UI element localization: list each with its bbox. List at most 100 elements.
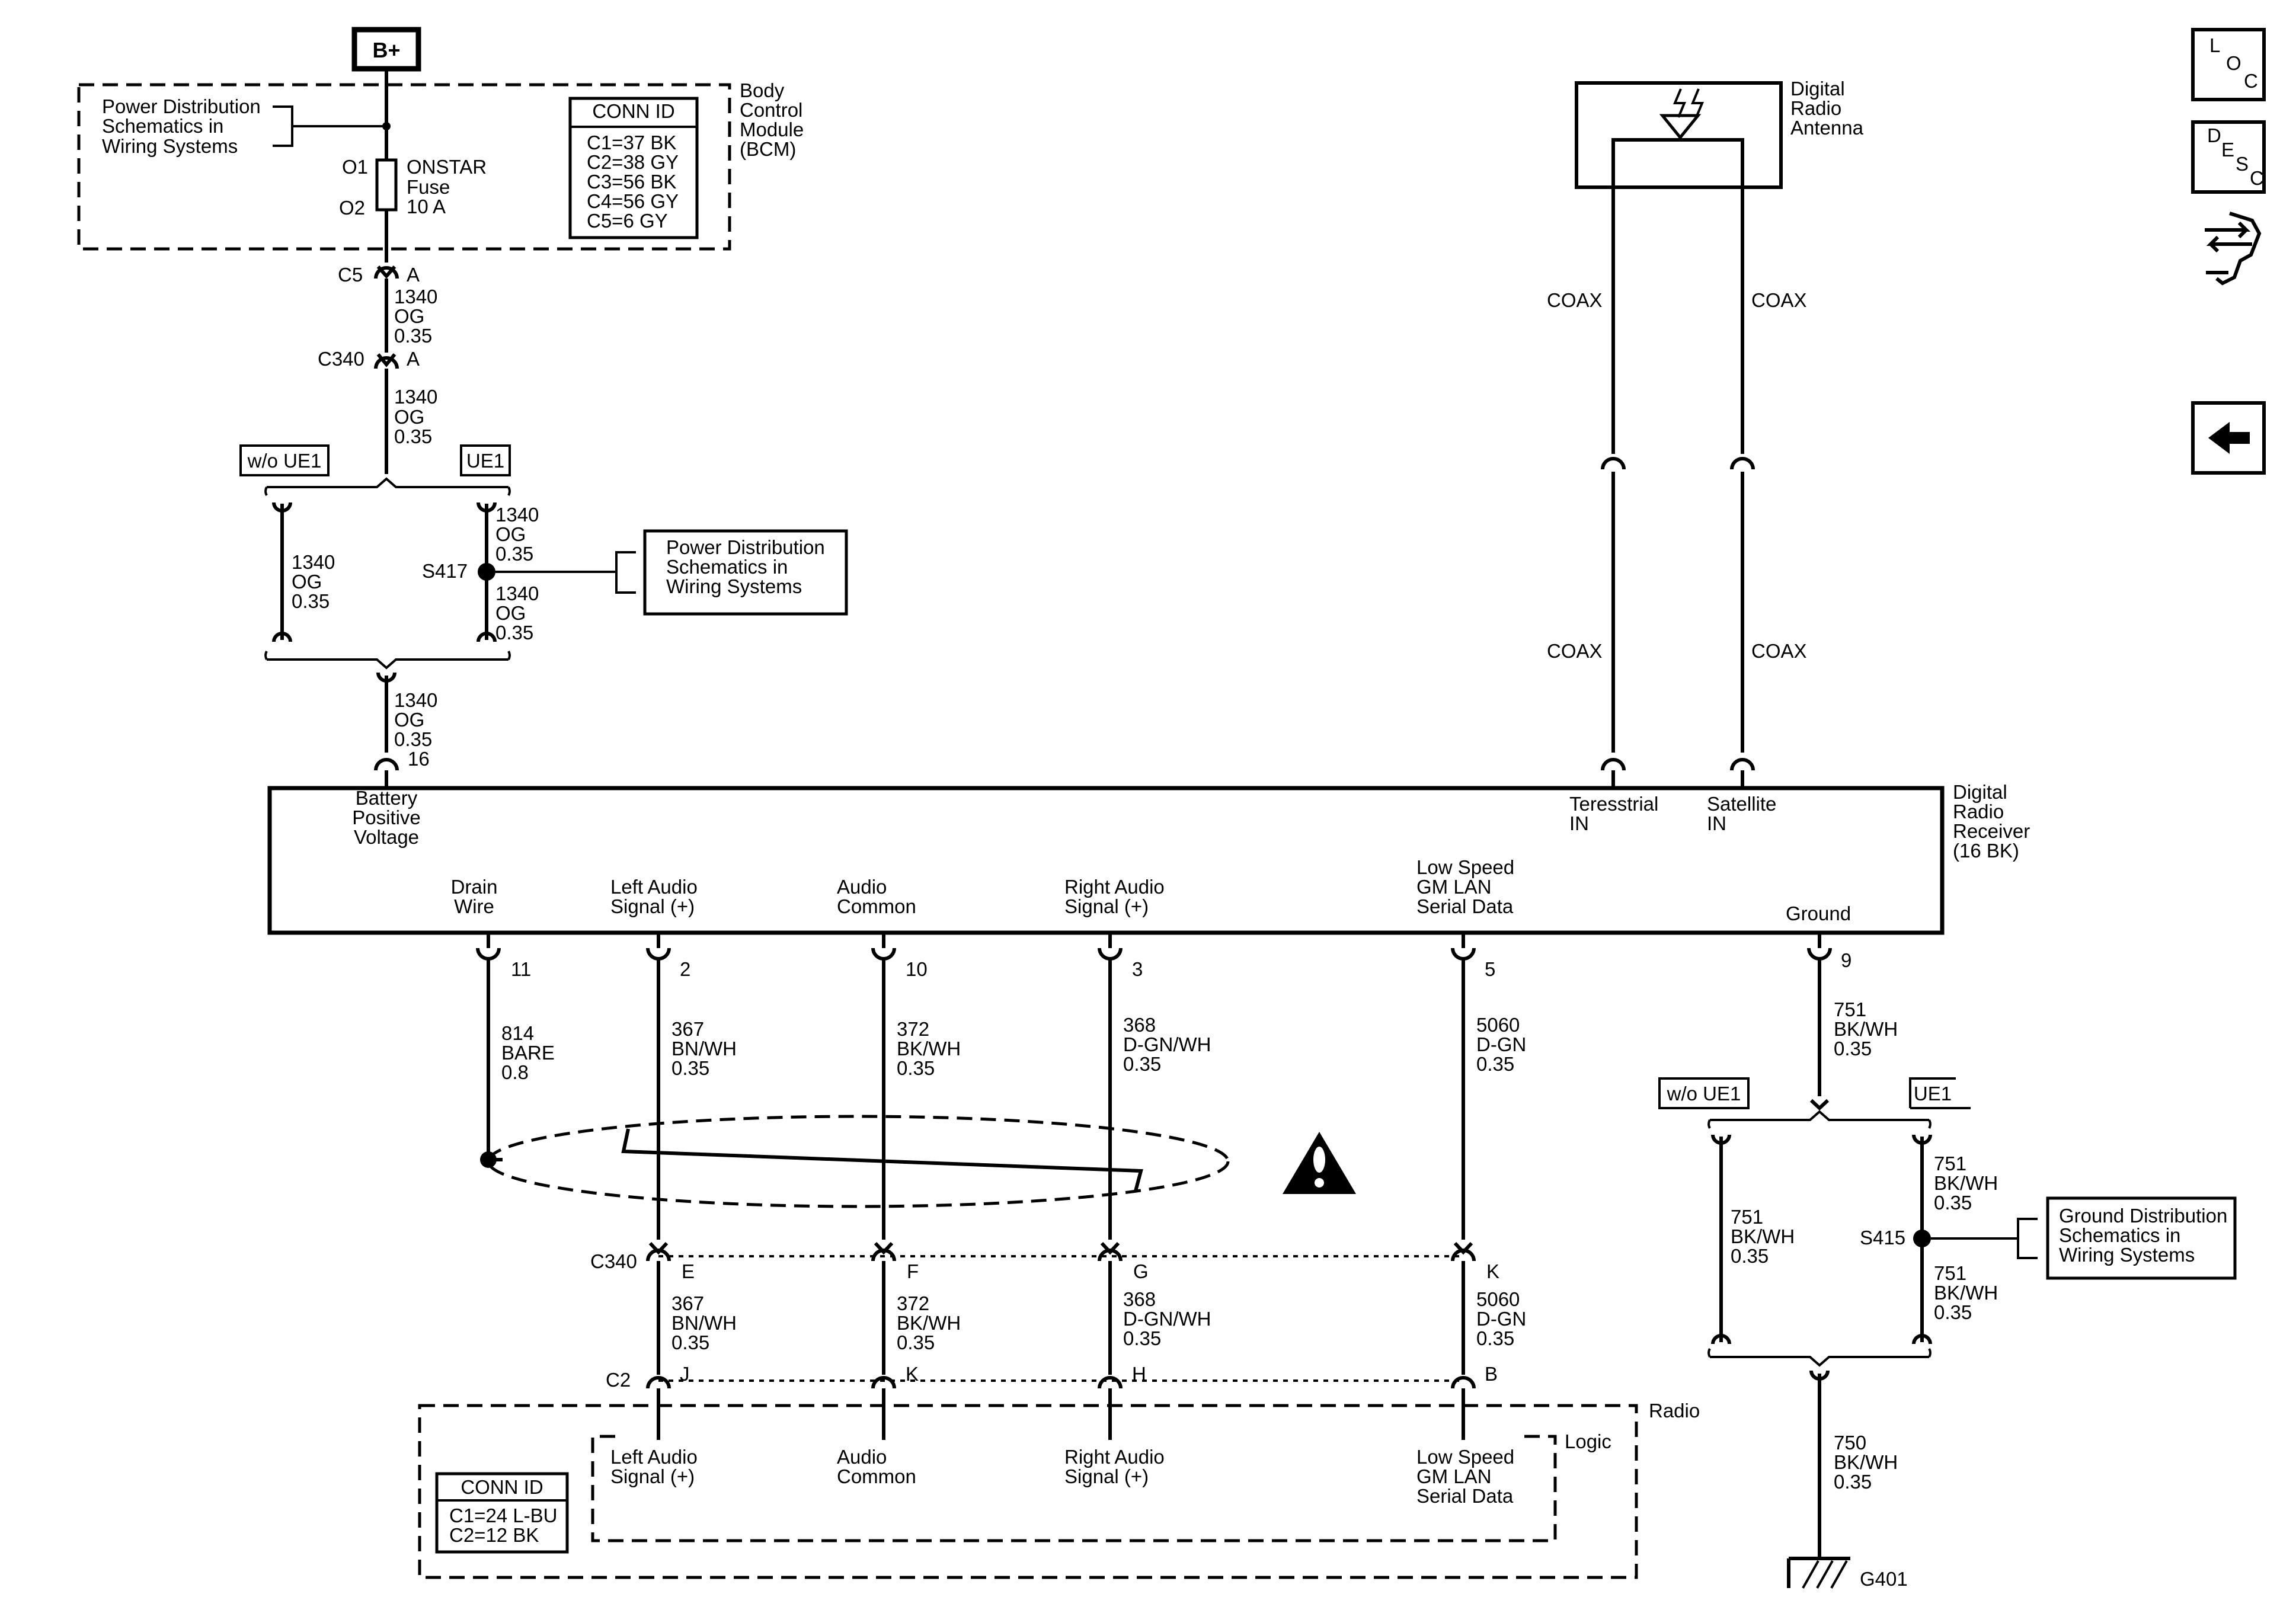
option-ue1-gnd-label: UE1 bbox=[1914, 1083, 1952, 1105]
power-ref-box bbox=[643, 529, 848, 616]
digital-radio-receiver: Digital Radio Receiver (16 BK) Battery P… bbox=[267, 781, 2030, 935]
ground-ref-3: Wiring Systems bbox=[2059, 1244, 2195, 1266]
lan-wire-upper-size: 0.35 bbox=[1476, 1053, 1514, 1075]
splice-s417-label: S417 bbox=[422, 560, 468, 582]
radio-common-2: Common bbox=[837, 1465, 916, 1487]
receiver-title-1: Digital bbox=[1953, 781, 2007, 803]
c5-pin: A bbox=[407, 264, 420, 286]
c2-pin-b: B bbox=[1485, 1363, 1498, 1385]
splice-s415-label: S415 bbox=[1860, 1227, 1905, 1249]
c340-pin-f: F bbox=[907, 1260, 919, 1282]
ground-ref-1: Ground Distribution bbox=[2059, 1205, 2227, 1227]
radio-conn-line-1: C1=24 L-BU bbox=[449, 1505, 558, 1526]
option-ue1-top-label: UE1 bbox=[466, 450, 504, 472]
recv-right-2: Signal (+) bbox=[1064, 895, 1149, 917]
desc-letter-e: E bbox=[2221, 139, 2234, 161]
recv-right-1: Right Audio bbox=[1064, 876, 1165, 898]
battery-label: B+ bbox=[372, 38, 400, 62]
wire2-color: OG bbox=[394, 406, 424, 428]
left-wire-lower-color: BN/WH bbox=[671, 1312, 737, 1334]
wire-left-color: OG bbox=[292, 571, 322, 593]
drain-wire-circuit: 814 bbox=[501, 1022, 534, 1044]
wire1-size: 0.35 bbox=[394, 325, 432, 347]
radio-common-1: Audio bbox=[837, 1446, 887, 1468]
recv-lan-1: Low Speed bbox=[1416, 856, 1514, 878]
recv-battery-2: Positive bbox=[352, 806, 421, 828]
radio-lan-3: Serial Data bbox=[1416, 1485, 1514, 1507]
gnd-final-color: BK/WH bbox=[1834, 1451, 1898, 1473]
c340-pin-g: G bbox=[1133, 1260, 1149, 1282]
ground-ref-2: Schematics in bbox=[2059, 1224, 2180, 1246]
desc-letter-d: D bbox=[2207, 124, 2221, 146]
c340-connectors bbox=[646, 1241, 1476, 1262]
lan-wire-lower-size: 0.35 bbox=[1476, 1327, 1514, 1349]
right-wire-lower-circuit: 368 bbox=[1123, 1288, 1156, 1310]
radio-conn-id-title: CONN ID bbox=[461, 1476, 543, 1498]
bcm-title-4: (BCM) bbox=[740, 138, 796, 160]
splice-s415 bbox=[1913, 1230, 1931, 1247]
bcm-conn-line-2: C2=38 GY bbox=[587, 151, 679, 173]
desc-letter-c: C bbox=[2250, 167, 2264, 189]
wire-left-circuit: 1340 bbox=[292, 551, 335, 573]
back-button[interactable] bbox=[2191, 401, 2266, 475]
option-wo-ue1-top bbox=[239, 444, 330, 476]
recv-common-1: Audio bbox=[837, 876, 887, 898]
option-wo-ue1-top-label: w/o UE1 bbox=[247, 450, 322, 472]
option-ue1-top bbox=[460, 444, 511, 476]
wire-right-bottom-size: 0.35 bbox=[495, 622, 533, 644]
loc-button[interactable]: L O C bbox=[2191, 28, 2266, 101]
recv-battery-1: Battery bbox=[356, 787, 418, 809]
tools-arrows-icon[interactable] bbox=[2205, 212, 2262, 286]
bcm-conn-id-box bbox=[568, 97, 699, 239]
fuse-word: Fuse bbox=[407, 176, 450, 198]
bcm-title-1: Body bbox=[740, 79, 785, 101]
recv-terr-2: IN bbox=[1569, 812, 1589, 834]
wire3-circuit: 1340 bbox=[394, 689, 437, 711]
recv-ground: Ground bbox=[1786, 902, 1851, 924]
coax-left-top: COAX bbox=[1547, 289, 1603, 311]
radio-title: Radio bbox=[1649, 1400, 1700, 1422]
gnd-wire-left-circuit: 751 bbox=[1731, 1206, 1763, 1228]
radio-lan-2: GM LAN bbox=[1416, 1465, 1492, 1487]
loc-letter-l: L bbox=[2209, 34, 2220, 56]
wire3-color: OG bbox=[394, 709, 424, 731]
recv-drain-2: Wire bbox=[454, 895, 494, 917]
back-arrow-icon bbox=[2208, 422, 2250, 454]
wire3-size: 0.35 bbox=[394, 728, 432, 750]
coax-right-bottom: COAX bbox=[1751, 640, 1807, 662]
c2-connectors bbox=[646, 1376, 1476, 1389]
coax-right-top: COAX bbox=[1751, 289, 1807, 311]
antenna-title-2: Radio bbox=[1790, 97, 1841, 119]
gnd-wire-right-top-size: 0.35 bbox=[1934, 1192, 1972, 1214]
gnd-wire-right-bottom-size: 0.35 bbox=[1934, 1301, 1972, 1323]
wire1-color: OG bbox=[394, 305, 424, 327]
radio-module: Radio Logic Left Audio Signal (+) Audio … bbox=[418, 1400, 1700, 1579]
ground-point-g401: G401 bbox=[1860, 1568, 1908, 1590]
bcm-conn-id-title: CONN ID bbox=[592, 100, 674, 122]
gnd-wire1-color: BK/WH bbox=[1834, 1018, 1898, 1040]
right-wire-lower-size: 0.35 bbox=[1123, 1327, 1161, 1349]
wire-right-top-circuit: 1340 bbox=[495, 504, 539, 526]
left-wire-lower-circuit: 367 bbox=[671, 1292, 704, 1314]
bcm-title-3: Module bbox=[740, 119, 804, 140]
bcm-power-ref-3: Wiring Systems bbox=[102, 135, 238, 157]
fuse-pin-o2: O2 bbox=[339, 197, 365, 219]
fuse-name: ONSTAR bbox=[407, 156, 487, 178]
coax-left-bottom: COAX bbox=[1547, 640, 1603, 662]
recv-sat-1: Satellite bbox=[1707, 793, 1776, 815]
bcm-conn-line-1: C1=37 BK bbox=[587, 132, 676, 153]
right-wire-upper-size: 0.35 bbox=[1123, 1053, 1161, 1075]
right-wire-upper-circuit: 368 bbox=[1123, 1014, 1156, 1036]
gnd-wire-right-bottom-circuit: 751 bbox=[1934, 1262, 1966, 1284]
fuse-rating: 10 A bbox=[407, 196, 446, 217]
left-wire-upper-color: BN/WH bbox=[671, 1038, 737, 1060]
radio-outline bbox=[418, 1404, 1638, 1579]
bcm-conn-line-5: C5=6 GY bbox=[587, 210, 668, 232]
drain-wire-color: BARE bbox=[501, 1042, 555, 1064]
recv-terr-1: Teresstrial bbox=[1569, 793, 1658, 815]
power-circuit: C5 A 1340 OG 0.35 C340 A 1340 OG 0.35 w/… bbox=[239, 264, 848, 788]
desc-button[interactable]: D E S C bbox=[2191, 120, 2266, 194]
recv-battery-3: Voltage bbox=[354, 826, 419, 848]
bcm-module: Body Control Module (BCM) Power Distribu… bbox=[77, 69, 804, 263]
left-wire-upper-size: 0.35 bbox=[671, 1057, 709, 1079]
